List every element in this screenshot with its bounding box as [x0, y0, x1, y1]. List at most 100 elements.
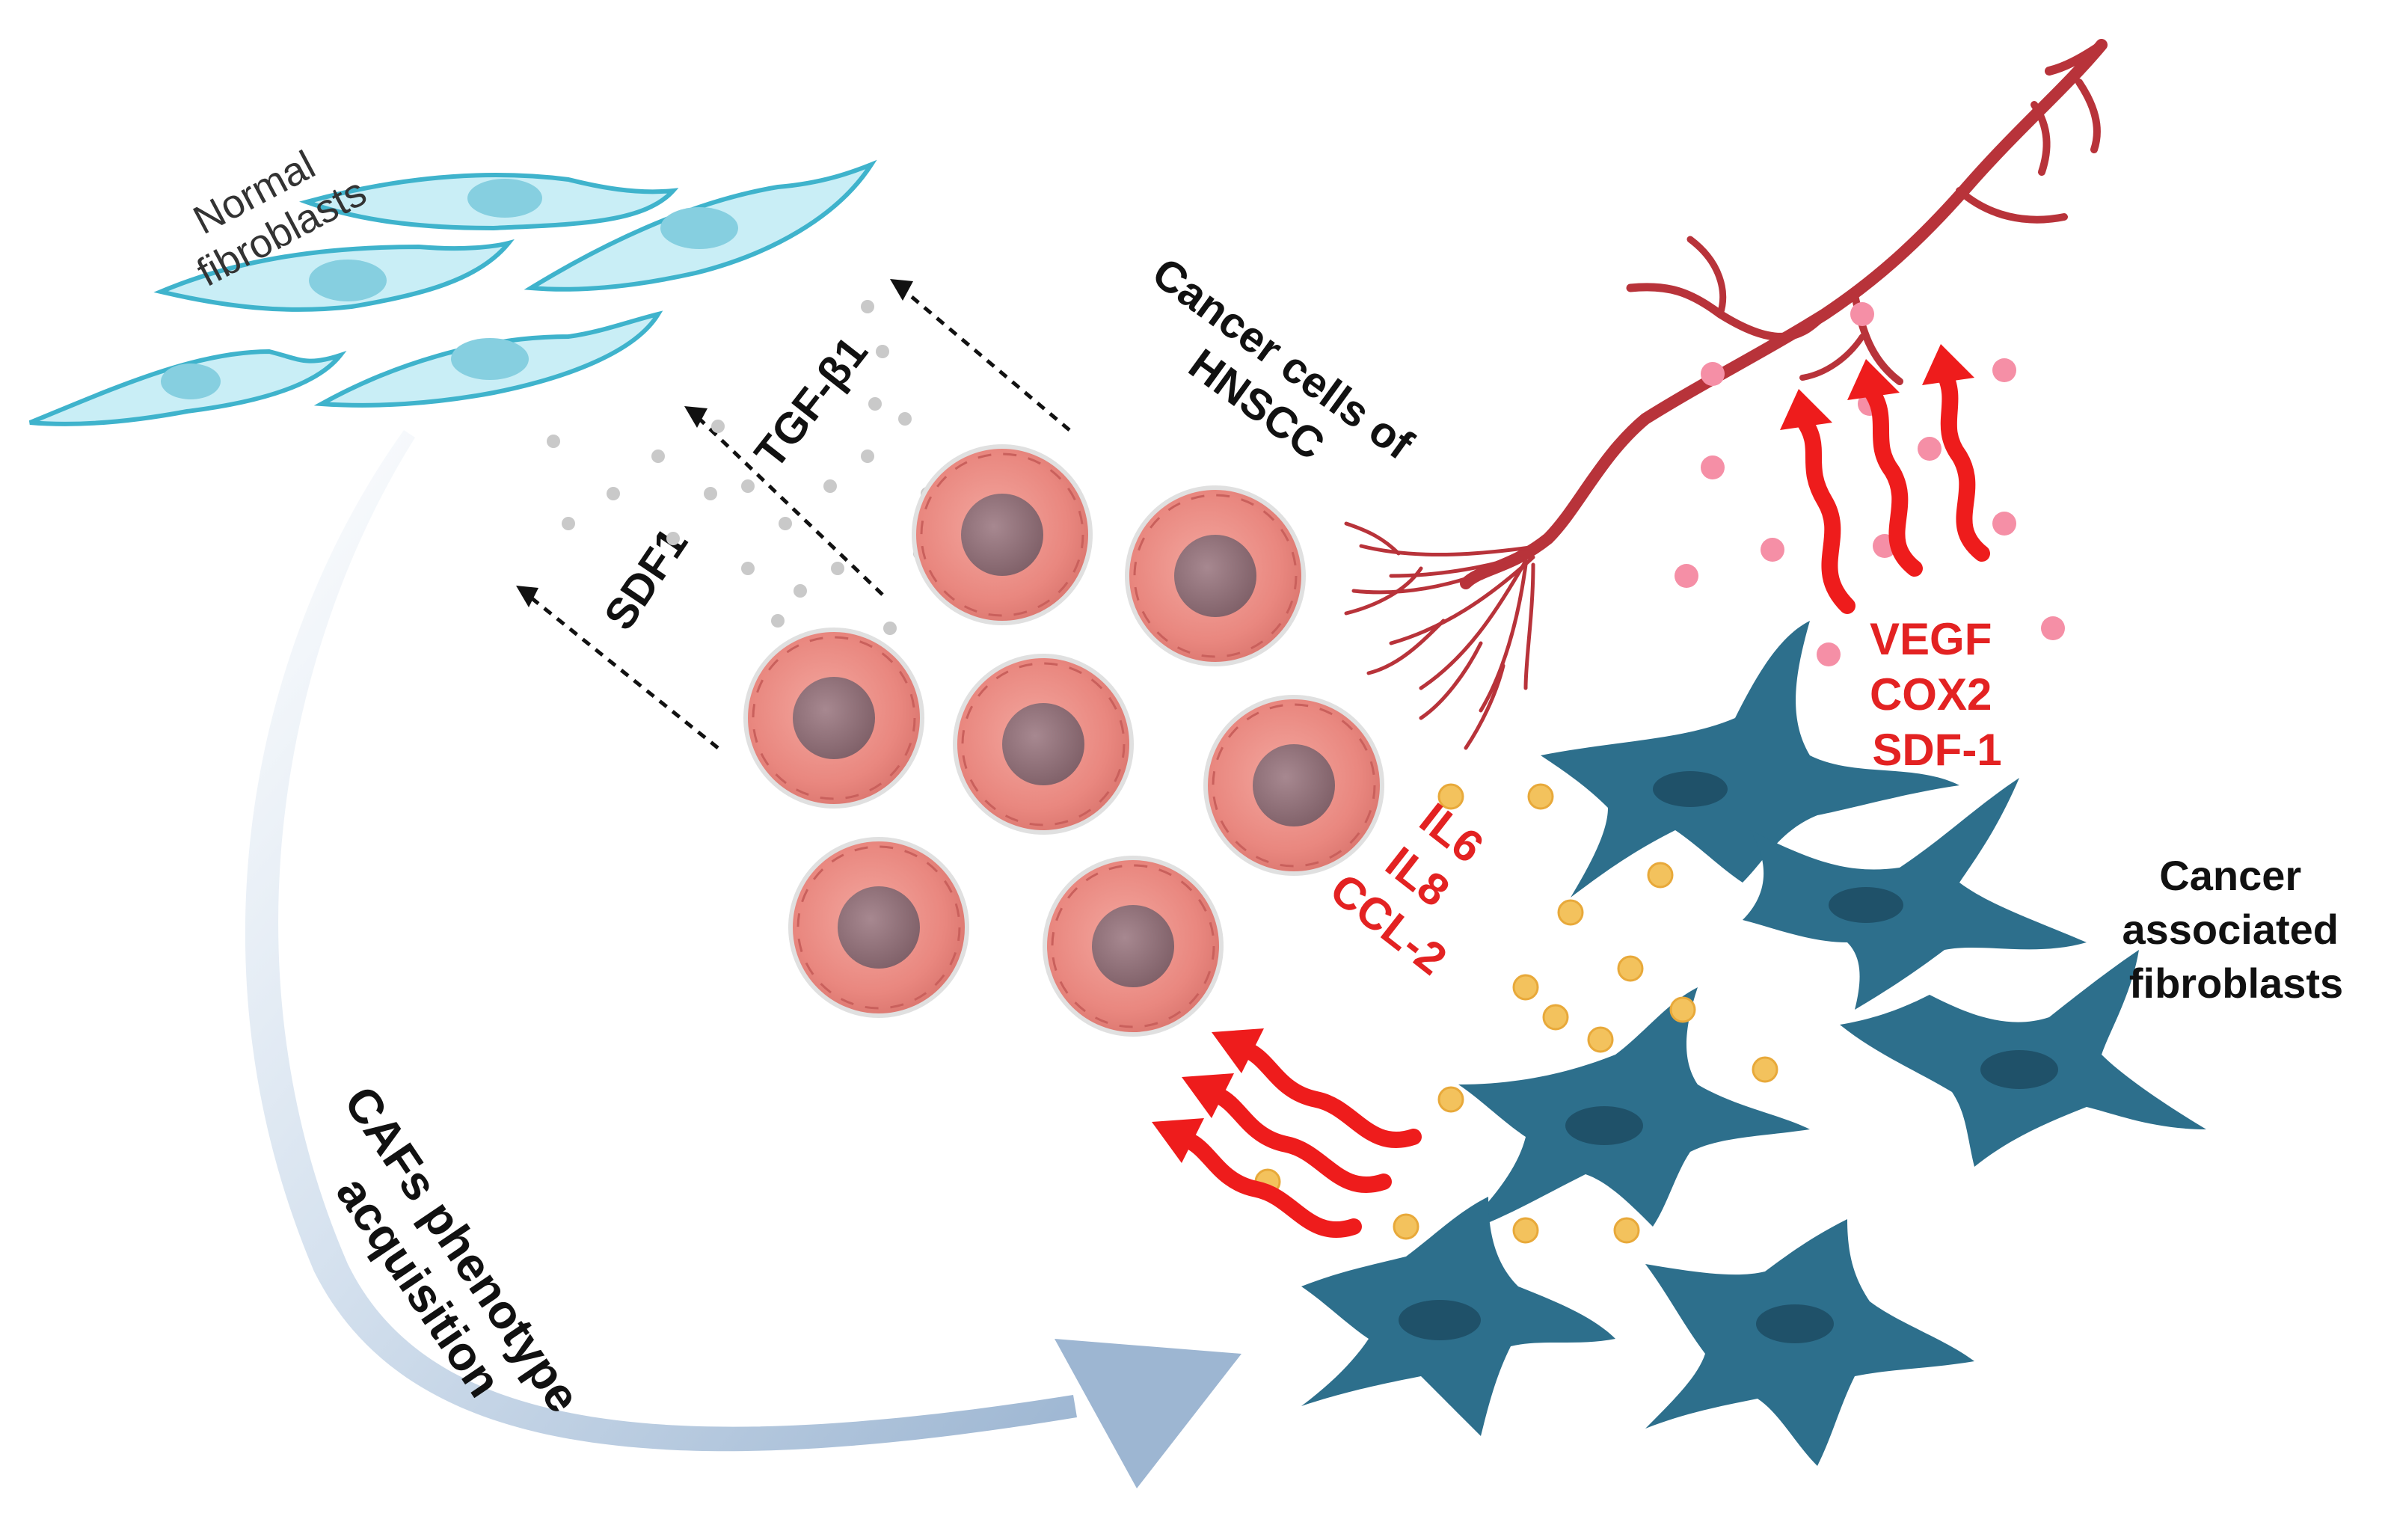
pink-particle	[1817, 642, 1841, 666]
tgf-beta1-label: TGF-β1	[746, 328, 877, 477]
gray-particle	[741, 479, 755, 493]
cafs-label: Cancer associated fibroblasts	[2122, 852, 2350, 1007]
red-arrow-head	[1922, 344, 1974, 385]
pink-particle	[2041, 616, 2065, 640]
gray-particle	[883, 622, 897, 635]
gray-particle	[711, 420, 725, 433]
red-arrow-head	[1182, 1073, 1234, 1118]
pink-particle	[1675, 564, 1698, 588]
red-wavy-arrow	[1211, 1087, 1392, 1194]
red-arrow-head	[1847, 359, 1900, 400]
caf-acquisition-arrow	[245, 430, 1241, 1488]
dashed-arrow	[900, 286, 1071, 432]
red-arrow-head	[1152, 1118, 1204, 1163]
yellow-particle	[1527, 783, 1554, 810]
red-arrows-il	[1181, 1043, 1422, 1239]
cafs-group	[1301, 621, 2206, 1466]
caf-cell	[1301, 1197, 1615, 1436]
sdf1-label: SDF1	[595, 519, 697, 638]
capillary	[1538, 491, 1588, 548]
yellow-particles	[1254, 783, 1778, 1244]
vegf-group-label: VEGF COX2 SDF-1	[1870, 614, 2004, 775]
arrow-head	[684, 406, 707, 428]
gray-particle	[651, 450, 665, 463]
gray-particle	[779, 517, 792, 530]
capillary	[1419, 641, 1483, 720]
pink-particle	[1701, 362, 1725, 386]
pink-particle	[1992, 358, 2016, 382]
pink-particles	[1675, 302, 2065, 666]
gray-particle	[876, 345, 889, 358]
caf-cell	[1743, 778, 2087, 1010]
yellow-particle	[1613, 1217, 1640, 1244]
cafs-label-line: Cancer	[2159, 852, 2301, 899]
capillary	[1366, 619, 1446, 675]
gray-particle	[704, 487, 717, 500]
cancer-cell	[912, 444, 1093, 625]
gray-particle	[771, 614, 785, 628]
cancer-cells-label: Cancer cells of HNSCC	[1113, 248, 1431, 518]
cancer-cell	[1203, 695, 1384, 876]
dashed-arrow	[526, 593, 719, 749]
yellow-particle	[1542, 1004, 1569, 1031]
capillary	[1419, 559, 1528, 690]
dashed-arrow-heads	[516, 279, 913, 607]
normal-fibroblasts-group	[28, 159, 877, 426]
normal-fibroblast-cell	[298, 173, 679, 231]
vessel-branch	[2075, 79, 2101, 153]
yellow-particle	[1752, 1056, 1778, 1083]
vessel-branch	[2045, 40, 2106, 76]
caf-cell	[1645, 1219, 1974, 1466]
cafs-label-line: associated	[2122, 906, 2339, 953]
caf-cell	[1458, 987, 1810, 1234]
normal-fibroblast-cell	[313, 310, 663, 408]
vessel-capillaries	[1344, 491, 1588, 750]
vessel-branch	[2031, 101, 2051, 176]
yellow-particle	[1617, 955, 1644, 982]
gray-particle	[861, 450, 874, 463]
gray-particle	[666, 532, 680, 545]
red-wavy-arrow	[1936, 366, 1990, 562]
cox2-label: COX2	[1870, 669, 1992, 720]
red-wavy-arrow	[1861, 381, 1923, 577]
caf-cell	[1840, 950, 2206, 1167]
yellow-particle	[1437, 783, 1464, 810]
cancer-cell	[953, 654, 1134, 835]
pink-particle	[1992, 512, 2016, 536]
gray-particle	[562, 517, 575, 530]
dashed-arrow	[694, 414, 884, 596]
sdf-1-label: SDF-1	[1872, 725, 2001, 775]
yellow-particle	[1512, 974, 1539, 1001]
cancer-cell	[788, 837, 969, 1018]
red-arrow-head	[1212, 1028, 1264, 1073]
blood-vessel	[1344, 39, 2108, 750]
yellow-particle	[1437, 1086, 1464, 1113]
vessel-branch	[1799, 334, 1865, 381]
yellow-particle	[1669, 996, 1696, 1023]
normal-fibroblast-cell	[28, 349, 347, 426]
yellow-particle	[1393, 1213, 1419, 1240]
cancer-cells	[743, 444, 1384, 1037]
capillary	[1344, 521, 1401, 556]
arrow-head	[516, 586, 538, 607]
gray-particle	[823, 479, 837, 493]
capillary	[1523, 562, 1535, 690]
capillary	[1344, 566, 1423, 616]
pink-particle	[1701, 455, 1725, 479]
capillary	[1351, 551, 1535, 595]
dashed-arrows	[526, 286, 1071, 749]
pink-particle	[1850, 302, 1874, 326]
gray-particle	[741, 562, 755, 575]
pink-particle	[1918, 437, 1942, 461]
cancer-cell	[1125, 485, 1306, 666]
gray-particle	[794, 584, 807, 598]
cancer-cell	[1043, 856, 1224, 1037]
yellow-particle	[1557, 899, 1584, 926]
normal-fibroblast-cell	[524, 159, 877, 292]
cancer-cell	[743, 628, 924, 809]
normal-fibroblast-cell	[153, 239, 515, 312]
capillary	[1359, 544, 1543, 557]
gray-particle	[861, 300, 874, 313]
yellow-particle	[1647, 862, 1674, 889]
